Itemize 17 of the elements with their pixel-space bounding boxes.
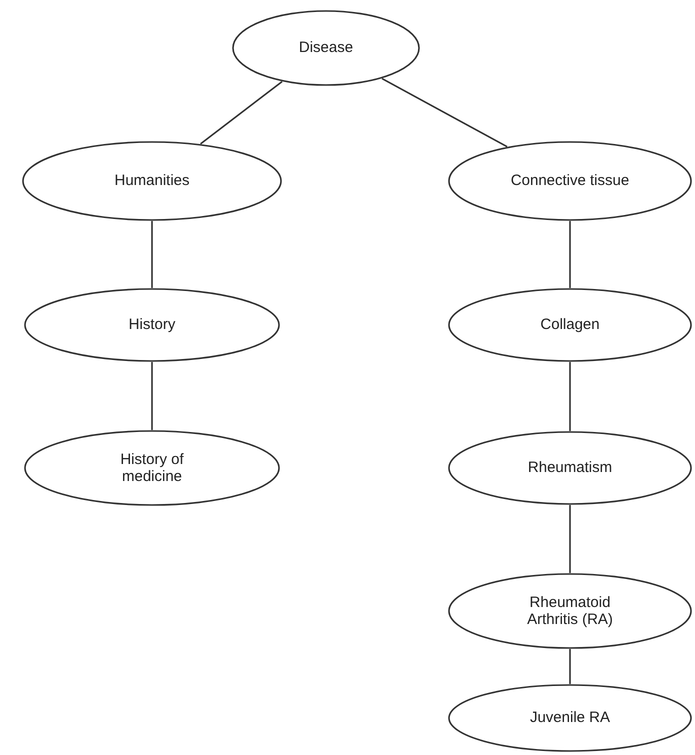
node-label: Juvenile RA [530,709,610,727]
node-label: Connective tissue [510,172,630,190]
connector-line [200,80,283,145]
connector-line [382,78,508,148]
node-label: Rheumatism [528,459,612,477]
connector-line [569,362,571,431]
node-label: Collagen [540,316,600,334]
node-label: Humanities [114,172,190,190]
node-label: Disease [298,39,354,57]
node-label: Rheumatoid Arthritis (RA) [526,594,614,628]
node-label: History [128,316,176,334]
node-label: History of medicine [119,450,185,486]
connector-line [569,505,571,573]
connector-line [569,221,571,288]
connector-line [151,221,153,288]
connector-line [569,649,571,684]
connector-line [151,362,153,430]
